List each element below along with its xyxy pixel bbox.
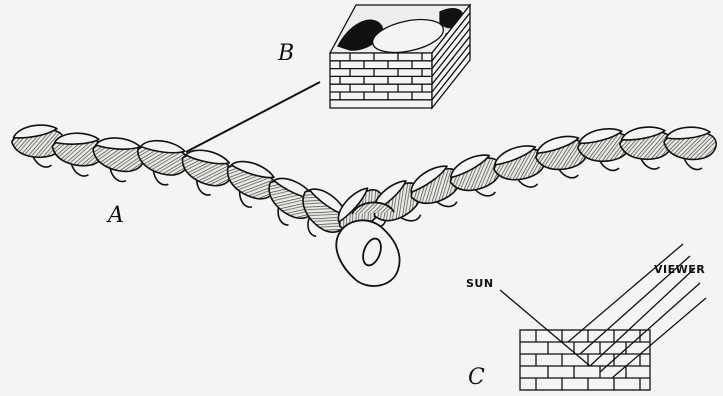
inset-b-block <box>330 5 470 108</box>
label-a: A <box>106 203 124 228</box>
label-b: B <box>277 41 294 66</box>
shell-bead <box>619 125 674 171</box>
b-pointer-line <box>186 82 320 152</box>
label-viewer: VIEWER <box>654 263 705 276</box>
label-sun: SUN <box>466 277 494 290</box>
label-c: C <box>468 365 485 390</box>
inset-c-block <box>520 330 650 390</box>
shell-bead <box>664 127 716 169</box>
